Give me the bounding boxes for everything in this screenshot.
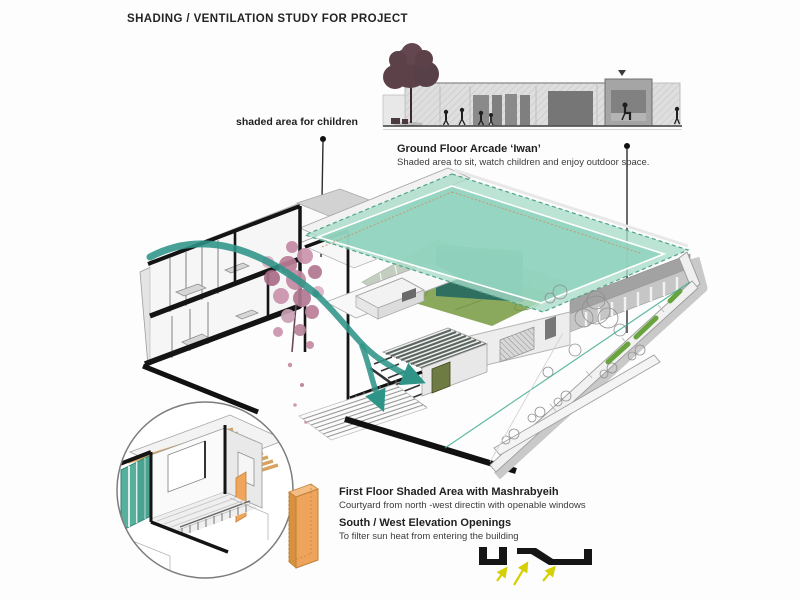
- mashrabiya-subtitle: Courtyard from north -west directin with…: [339, 500, 586, 511]
- site-yard: [444, 251, 708, 480]
- mashrabiya-heading: First Floor Shaded Area with Mashrabyeih: [339, 486, 559, 498]
- mashrabiya-louvers: [120, 454, 152, 532]
- orange-opening-element: [288, 483, 319, 569]
- detail-circle-outline: [116, 401, 294, 579]
- pergola-wing: [349, 327, 489, 402]
- level-marker-icon: [618, 70, 626, 76]
- planter-wall: [493, 354, 661, 456]
- site-elevation-drawing: [382, 43, 682, 130]
- elevation-openings: [439, 84, 598, 126]
- elevation-iwan-niche: [604, 70, 653, 127]
- airflow-arrow-inlet: [146, 240, 320, 298]
- airflow-arrow-through: [313, 291, 426, 386]
- detail-railing: [179, 500, 251, 536]
- page-title: SHADING / VENTILATION STUDY FOR PROJECT: [127, 13, 408, 25]
- openable-window: [431, 361, 451, 394]
- sunshade-section-glyph: [479, 547, 592, 586]
- elevation-people: [442, 102, 681, 126]
- section-furniture: [175, 262, 259, 347]
- airflow-arrow-outlet: [359, 343, 386, 413]
- mashrabiya-detail-circle: [116, 401, 294, 579]
- airflow-arrows: [146, 240, 426, 413]
- iwan-subtitle: Shaded area to sit, watch children and e…: [397, 157, 650, 168]
- openings-heading: South / West Elevation Openings: [339, 517, 512, 529]
- path-guide-line: [444, 281, 691, 449]
- elevation-tree: [383, 43, 439, 127]
- iwan-heading: Ground Floor Arcade ‘Iwan’: [397, 143, 541, 155]
- entrance-stairs: [298, 383, 428, 441]
- openings-subtitle: To filter sun heat from entering the bui…: [339, 531, 519, 542]
- shading-canopy: [303, 168, 690, 313]
- children-area-label: shaded area for children: [236, 116, 358, 128]
- vegetation-sketch: [501, 284, 646, 445]
- pergola-slats: [385, 329, 487, 369]
- axonometric-building: [139, 167, 708, 480]
- sun-ray-arrows: [496, 561, 556, 586]
- planter-strips: [605, 288, 683, 365]
- section-ground-edge: [142, 363, 517, 474]
- detail-poche: [117, 425, 229, 554]
